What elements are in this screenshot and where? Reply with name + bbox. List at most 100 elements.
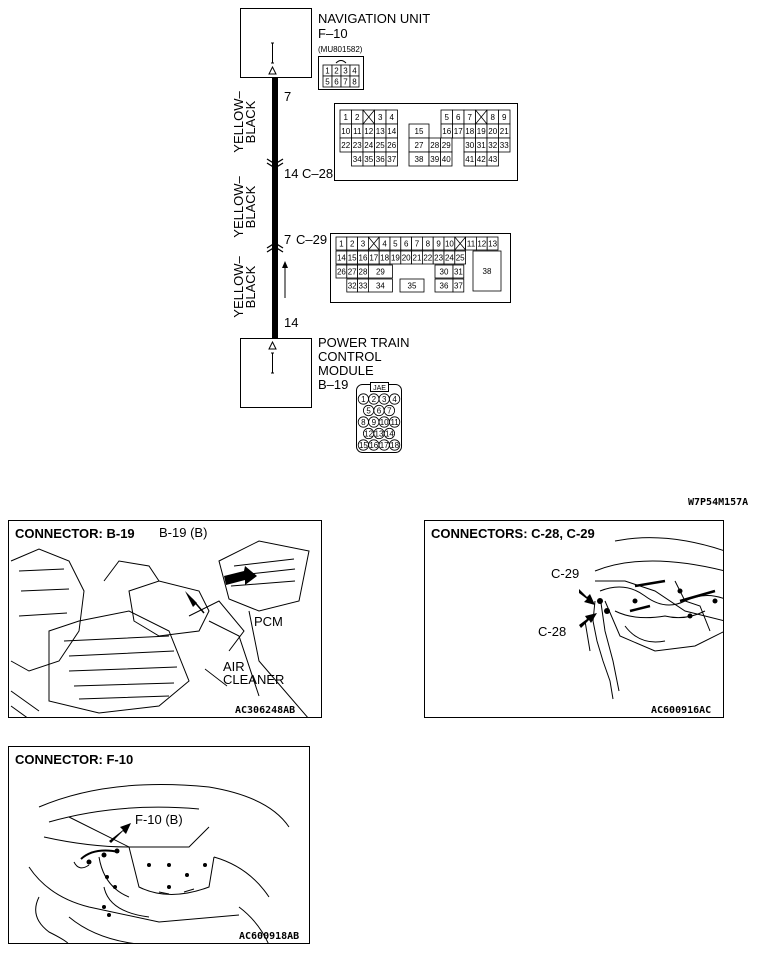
panel-c28-c29: CONNECTORS: C-28, C-29	[424, 520, 724, 718]
c29-pin-29: 29	[376, 268, 385, 277]
c29-pin-13: 13	[488, 240, 497, 249]
b19-pin-12: 12	[364, 429, 373, 438]
c29-pin-38: 38	[483, 267, 492, 276]
c28-pin-30: 30	[465, 141, 474, 150]
c29-pin-10: 10	[445, 240, 454, 249]
c28-pin-9: 9	[502, 113, 507, 122]
panel-b19-pcm-label: PCM	[254, 614, 283, 629]
drawing-code: W7P54M157A	[688, 497, 749, 508]
c29-pin-26: 26	[337, 268, 346, 277]
b19-pin-9: 9	[372, 418, 377, 427]
c29-pin-33: 33	[359, 282, 368, 291]
c29-pin-35: 35	[408, 282, 417, 291]
engine-bay-illustration	[10, 540, 310, 717]
c28-pin-6: 6	[456, 113, 461, 122]
c28-pin-26: 26	[387, 141, 396, 150]
b19-pin-17: 17	[380, 441, 389, 450]
pin-label-c29: 7	[284, 232, 292, 247]
pcm-symbol	[268, 340, 277, 374]
signal-arrow-icon	[282, 261, 288, 298]
c28-pin-40-cell	[440, 151, 453, 167]
b19-pin-16: 16	[369, 441, 378, 450]
navigation-unit-box	[240, 8, 312, 78]
b19-pin-8: 8	[361, 418, 366, 427]
c28-pin-43-cell	[486, 151, 499, 167]
rear-car-illustration	[28, 784, 290, 943]
c28-pin-5: 5	[445, 113, 450, 122]
c28-pin-31: 31	[477, 141, 486, 150]
c29-pin-4: 4	[382, 240, 387, 249]
connector-code-c29: C–29	[296, 232, 328, 247]
panel-b19-title: CONNECTOR: B-19	[15, 526, 135, 541]
panel-f10: CONNECTOR: F-10	[8, 746, 310, 944]
c29-pin-35-cell	[399, 278, 425, 293]
b19-pin-2: 2	[372, 395, 377, 404]
c29-pin-25-cell	[454, 250, 467, 265]
c29-pin-17: 17	[369, 254, 378, 263]
c29-pin-30: 30	[440, 268, 449, 277]
wire-color-2: YELLOW–BLACK	[231, 176, 258, 238]
c28-pin-29: 29	[442, 141, 451, 150]
b19-pin-11-circle	[388, 416, 401, 428]
c29-pin-8: 8	[426, 240, 431, 249]
c28-pin-41: 41	[465, 155, 474, 164]
c29-pin-15: 15	[348, 254, 357, 263]
c29-pin-22: 22	[423, 254, 432, 263]
c28-pin-7: 7	[468, 113, 473, 122]
b19-pin-11: 11	[390, 418, 399, 427]
c28-pin-38: 38	[415, 155, 424, 164]
wire-color-3: YELLOW–BLACK	[231, 256, 258, 318]
c28-pin-17: 17	[454, 127, 463, 136]
c28-pin-18: 18	[465, 127, 474, 136]
c28-pin-21: 21	[500, 127, 509, 136]
pin-label-c28: 14	[284, 166, 299, 181]
c28-pin-3: 3	[378, 113, 383, 122]
pcm-title: POWER TRAIN CONTROL MODULE	[318, 335, 410, 378]
f10-pin-6: 6	[334, 78, 339, 87]
f10-pin-2: 2	[334, 67, 339, 76]
blank-pin-cross	[362, 109, 375, 125]
b19-pin-7-circle	[383, 404, 396, 417]
wire-color-1: YELLOW–BLACK	[231, 91, 258, 153]
c28-pin-39: 39	[430, 155, 439, 164]
c28-pin-8: 8	[491, 113, 496, 122]
panel-f10-title: CONNECTOR: F-10	[15, 752, 134, 767]
b19-pin-13: 13	[375, 429, 384, 438]
c28-pin-33-cell	[498, 137, 511, 153]
panel-c28-label: C-28	[538, 624, 567, 639]
c28-pin-28: 28	[430, 141, 439, 150]
f10-pin-7: 7	[343, 78, 348, 87]
c28-pin-34: 34	[353, 155, 362, 164]
c29-pin-34: 34	[376, 282, 385, 291]
wire-junction-c28	[266, 158, 284, 169]
c28-pin-15: 15	[415, 127, 424, 136]
c29-pin-19: 19	[391, 254, 400, 263]
blank-pin-cross	[368, 236, 380, 251]
b19-pin-4: 4	[392, 395, 397, 404]
c28-pin-1: 1	[344, 113, 349, 122]
c28-pin-33: 33	[500, 141, 509, 150]
navigation-unit-part: (MU801582)	[318, 45, 363, 54]
b19-pin-18-circle	[388, 439, 401, 451]
c28-pin-11: 11	[353, 127, 362, 136]
panel-f10-callout: F-10 (B)	[135, 812, 183, 827]
panel-b19: CONNECTOR: B-19 B-19 (B) PCM AIR CLEANER…	[8, 520, 322, 718]
c28-pin-13: 13	[376, 127, 385, 136]
c28-pin-14: 14	[387, 127, 396, 136]
c28-pin-27: 27	[415, 141, 424, 150]
c28-pin-12: 12	[364, 127, 373, 136]
c28-pin-10: 10	[341, 127, 350, 136]
c28-pin-42: 42	[477, 155, 486, 164]
navigation-unit-title: NAVIGATION UNIT	[318, 11, 431, 26]
navigation-unit-symbol	[268, 42, 277, 75]
panel-b19-code: AC306248AB	[235, 705, 296, 716]
c28-pin-20: 20	[488, 127, 497, 136]
connector-code-c28: C–28	[302, 166, 334, 181]
pcm-box	[240, 338, 312, 408]
c28-pin-19: 19	[477, 127, 486, 136]
c29-pin-31-cell	[452, 264, 465, 279]
b19-pin-3: 3	[382, 395, 387, 404]
c29-pin-36: 36	[440, 282, 449, 291]
